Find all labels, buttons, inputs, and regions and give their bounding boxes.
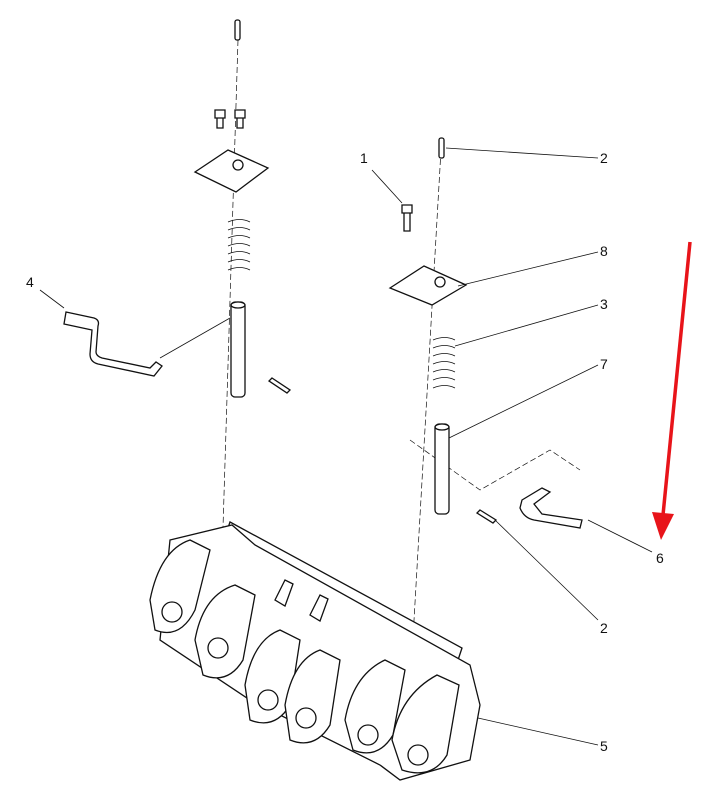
right-spring — [432, 337, 456, 389]
callout-1: 1 — [360, 150, 368, 166]
callout-6: 6 — [656, 550, 664, 566]
right-roll-pin — [475, 509, 498, 524]
centerlines — [221, 39, 581, 691]
right-handle — [519, 487, 583, 529]
right-bolt — [401, 204, 413, 232]
right-roll-pin-top — [438, 137, 445, 159]
red-arrow — [652, 241, 692, 540]
left-handle — [63, 311, 163, 377]
callout-7: 7 — [600, 356, 608, 372]
callout-5: 5 — [600, 738, 608, 754]
left-bolts — [214, 109, 246, 129]
callout-2-bottom: 2 — [600, 620, 608, 636]
callout-8: 8 — [600, 243, 608, 259]
left-pin — [230, 301, 246, 398]
callout-2-top: 2 — [600, 150, 608, 166]
callout-4: 4 — [26, 274, 34, 290]
left-roll-pin-top — [234, 19, 241, 41]
left-plate — [193, 149, 270, 193]
callout-3: 3 — [600, 296, 608, 312]
frame-weldment — [149, 521, 481, 781]
left-spring — [227, 219, 251, 271]
right-plate — [388, 265, 468, 306]
left-roll-pin — [267, 377, 292, 394]
right-pin — [434, 423, 450, 515]
leader-lines — [39, 147, 653, 746]
